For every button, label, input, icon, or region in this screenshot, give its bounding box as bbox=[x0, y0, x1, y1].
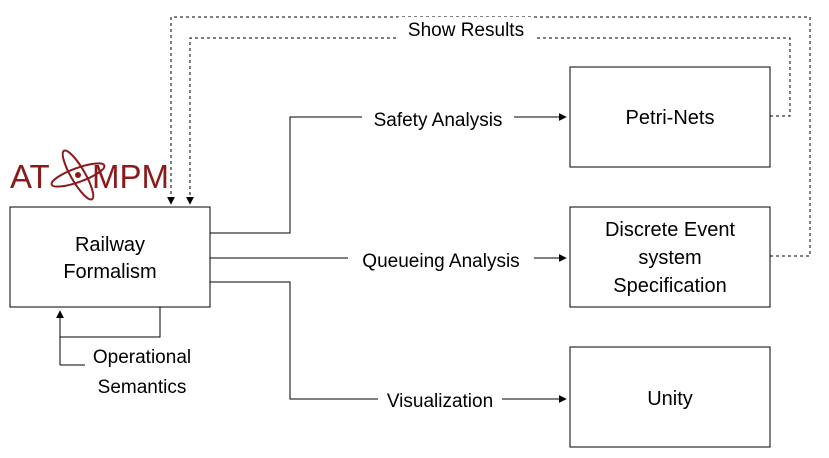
unity-label: Unity bbox=[647, 388, 693, 410]
operational-semantics-edge: Operational Semantics bbox=[56, 307, 201, 400]
queueing-analysis-label: Queueing Analysis bbox=[362, 251, 519, 272]
show-results-edge: Show Results bbox=[167, 16, 811, 257]
unity-node[interactable]: Unity bbox=[569, 346, 771, 448]
operational-label-line2: Semantics bbox=[98, 377, 187, 398]
logo-nucleus-icon bbox=[75, 172, 81, 178]
show-results-label: Show Results bbox=[408, 20, 524, 41]
visualization-edge: Visualization bbox=[210, 281, 567, 412]
railway-formalism-node[interactable]: Railway Formalism bbox=[9, 206, 211, 308]
operational-label-line1: Operational bbox=[93, 347, 191, 368]
devs-label-line2: system bbox=[638, 247, 701, 269]
queueing-analysis-edge: Queueing Analysis bbox=[210, 247, 567, 272]
devs-node[interactable]: Discrete Event system Specification bbox=[569, 206, 771, 308]
petri-nets-label: Petri-Nets bbox=[626, 107, 715, 129]
safety-analysis-edge: Safety Analysis bbox=[210, 106, 567, 234]
logo-orbit-icon bbox=[61, 149, 95, 201]
railway-label-line2: Formalism bbox=[63, 261, 156, 283]
logo-orbit-icon bbox=[50, 162, 106, 188]
logo-text-left: AT bbox=[10, 158, 50, 195]
atompm-logo: AT MPM bbox=[10, 149, 169, 201]
safety-analysis-label: Safety Analysis bbox=[374, 110, 503, 131]
petri-nets-node[interactable]: Petri-Nets bbox=[569, 66, 771, 168]
logo-text-right: MPM bbox=[92, 158, 169, 195]
railway-label-line1: Railway bbox=[75, 234, 145, 256]
devs-label-line3: Specification bbox=[613, 275, 726, 297]
visualization-label: Visualization bbox=[387, 391, 493, 412]
devs-label-line1: Discrete Event bbox=[605, 219, 735, 241]
